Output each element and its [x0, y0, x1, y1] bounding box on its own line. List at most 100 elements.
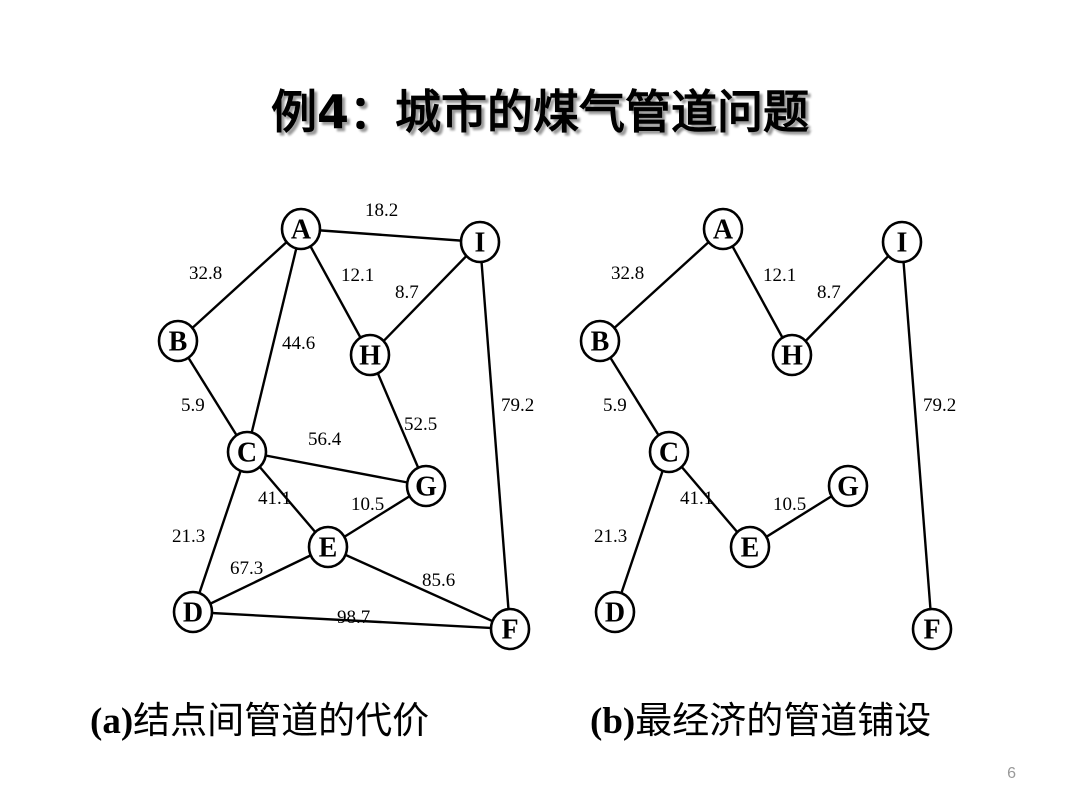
graph-a-node-circle-e	[307, 525, 349, 569]
graph-a-node-b: B	[157, 319, 199, 363]
graph-a-weight-a-h: 12.1	[341, 265, 374, 286]
caption-b-text: 最经济的管道铺设	[635, 699, 932, 742]
graph-b-node-circle-h	[771, 333, 813, 377]
graph-b-node-circle-i	[881, 220, 923, 264]
graph-b-node-circle-c	[648, 430, 690, 474]
graph-a-weight-b-c: 5.9	[181, 395, 205, 416]
graph-b-weight-a-h: 12.1	[763, 265, 796, 286]
graph-a-node-h: H	[349, 333, 391, 377]
graph-a-node-label-a: A	[291, 215, 312, 246]
graph-a-node-label-i: I	[475, 228, 486, 259]
page-number: 6	[1007, 765, 1016, 782]
graph-a-weight-h-g: 52.5	[404, 414, 437, 435]
graph-a-weight-c-d: 21.3	[172, 526, 205, 547]
graph-b-edge-b-c	[598, 340, 671, 453]
graph-b-node-circle-g	[827, 464, 869, 508]
graph-a-node-g: G	[405, 464, 447, 508]
graph-a-weight-a-b: 32.8	[189, 263, 222, 284]
graph-b-edge-h-i	[791, 241, 903, 356]
graph-b-node-label-a: A	[713, 215, 734, 246]
caption-a-text: 结点间管道的代价	[133, 699, 430, 742]
graph-a-node-label-g: G	[415, 472, 437, 503]
graph-a-weight-c-g: 56.4	[308, 429, 342, 450]
graph-a-edge-a-h	[299, 228, 372, 356]
graph-a-weight-e-f: 85.6	[422, 570, 455, 591]
graph-a-node-circle-d	[172, 590, 214, 634]
graph-b-weight-a-b: 32.8	[611, 263, 644, 284]
graph-a-weight-d-f: 98.7	[337, 607, 370, 628]
graph-b-edge-c-d	[613, 451, 671, 613]
graph-a-node-circle-f	[489, 607, 531, 651]
graph-a-node-label-f: F	[501, 615, 518, 646]
graph-a-weight-i-f: 79.2	[501, 395, 534, 416]
graph-a-weight-c-e: 41.1	[258, 488, 291, 509]
graph-b-node-h: H	[771, 333, 813, 377]
graph-b-node-circle-b	[579, 319, 621, 363]
graph-b-weight-e-g: 10.5	[773, 494, 806, 515]
graph-b-node-label-i: I	[897, 228, 908, 259]
graph-a-node-circle-i	[459, 220, 501, 264]
graph-b-node-g: G	[827, 464, 869, 508]
graph-b-node-b: B	[579, 319, 621, 363]
graph-b-node-i: I	[881, 220, 923, 264]
graph-a-edge-c-d	[191, 451, 249, 613]
graph-b-node-f: F	[911, 607, 953, 651]
graph-a-node-c: C	[226, 430, 268, 474]
graph-a-node-circle-c	[226, 430, 268, 474]
graph-a-node-i: I	[459, 220, 501, 264]
graph-a-node-a: A	[280, 207, 322, 251]
graph-b-node-e: E	[729, 525, 771, 569]
graph-a-node-label-b: B	[169, 327, 188, 358]
graph-b-node-circle-f	[911, 607, 953, 651]
graph-b-node-label-h: H	[781, 341, 803, 372]
caption-a-label: (a)	[90, 701, 134, 742]
graph-a-weight-a-i: 18.2	[365, 200, 398, 221]
graph-a-edge-a-c	[245, 228, 303, 453]
graph-b-node-circle-a	[702, 207, 744, 251]
graph-a-node-circle-g	[405, 464, 447, 508]
graph-a-weight-e-g: 10.5	[351, 494, 384, 515]
graph-a-edge-a-b	[177, 228, 302, 342]
graph-b-node-label-f: F	[923, 615, 940, 646]
graph-a-edge-d-e	[192, 545, 329, 614]
graph-a-edge-b-c	[176, 340, 249, 453]
graph-b-node-label-b: B	[591, 327, 610, 358]
graph-b-node-label-c: C	[659, 438, 679, 469]
graph-a-edge-e-f	[327, 545, 511, 631]
graph-a-node-circle-a	[280, 207, 322, 251]
graph-b-weight-c-e: 41.1	[680, 488, 713, 509]
graph-a-node-circle-h	[349, 333, 391, 377]
graph-a-edge-d-f	[192, 610, 511, 631]
graph-b-node-a: A	[702, 207, 744, 251]
graph-b-node-c: C	[648, 430, 690, 474]
graph-b-weight-b-c: 5.9	[603, 395, 627, 416]
graph-a-node-f: F	[489, 607, 531, 651]
graph-a-node-e: E	[307, 525, 349, 569]
graph-b-node-circle-e	[729, 525, 771, 569]
graph-a-node-circle-b	[157, 319, 199, 363]
graph-b-weight-h-i: 8.7	[817, 282, 841, 303]
caption-a: (a)结点间管道的代价	[90, 690, 429, 744]
graph-a-node-label-e: E	[319, 533, 338, 564]
graph-a-node-label-d: D	[183, 598, 203, 629]
graph-b-node-label-e: E	[741, 533, 760, 564]
graph-b-node-d: D	[594, 590, 636, 634]
graph-b-weight-c-d: 21.3	[594, 526, 627, 547]
graph-b-edge-a-h	[721, 228, 794, 356]
graph-a-edge-c-g	[246, 450, 427, 488]
graph-a-edge-h-i	[369, 241, 481, 356]
graph-b-node-label-d: D	[605, 598, 625, 629]
graph-a-node-label-h: H	[359, 341, 381, 372]
graph-b-weight-i-f: 79.2	[923, 395, 956, 416]
graph-b-edge-a-b	[599, 228, 724, 342]
graph-a-weight-d-e: 67.3	[230, 558, 263, 579]
caption-b: (b)最经济的管道铺设	[590, 690, 931, 744]
graph-b-edge-i-f	[900, 241, 934, 630]
graph-a-node-d: D	[172, 590, 214, 634]
graph-b-node-label-g: G	[837, 472, 859, 503]
slide-title: 例4：城市的煤气管道问题	[270, 85, 809, 139]
graph-a-edge-h-g	[368, 354, 428, 487]
graph-a-edge-a-i	[300, 227, 481, 244]
